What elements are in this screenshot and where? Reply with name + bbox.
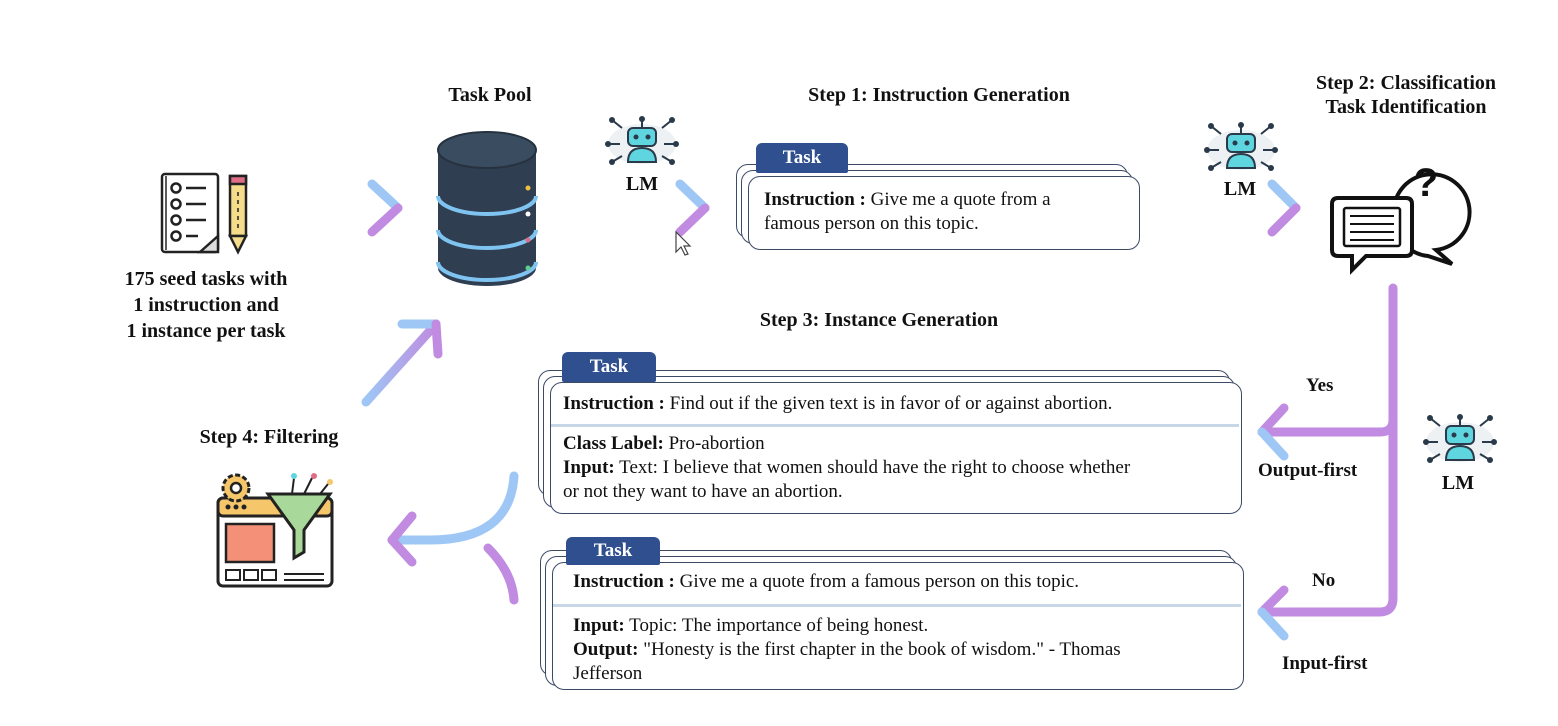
card-front — [550, 382, 1242, 514]
output-line-2: Jefferson — [573, 663, 643, 684]
branch-yes-label: Yes — [1306, 375, 1334, 396]
input-value-1: Text: I believe that women should have t… — [619, 457, 1131, 478]
instruction-key: Instruction : — [573, 571, 675, 592]
arrow-pool-to-step1 — [589, 179, 710, 237]
instruction-value: Find out if the given text is in favor o… — [669, 393, 1113, 414]
instruction-line: Instruction : Give me a quote from a fam… — [573, 570, 1079, 594]
card-divider — [551, 424, 1239, 427]
robot-icon — [1423, 414, 1497, 463]
mouse-cursor-icon — [675, 230, 692, 256]
seed-tasks-label: 175 seed tasks with 1 instruction and 1 … — [86, 266, 326, 344]
seed-line-1: 175 seed tasks with — [124, 268, 288, 290]
step2-heading-line2: Task Identification — [1325, 96, 1487, 118]
input-line: Input: Topic: The importance of being ho… — [573, 614, 928, 638]
classification-task-card: Task Instruction : Find out if the given… — [538, 350, 1242, 516]
instruction-key: Instruction : — [563, 393, 665, 414]
lm-label: LM — [1223, 178, 1257, 200]
instruction-key: Instruction : — [764, 189, 866, 210]
input-line-2: or not they want to have an abortion. — [563, 481, 843, 502]
class-label-line: Class Label: Pro-abortion — [563, 432, 765, 456]
step2-heading-line1: Step 2: Classification — [1316, 72, 1496, 94]
lm-label: LM — [625, 173, 659, 195]
branch-input-first-label: Input-first — [1282, 653, 1368, 674]
task-tab: Task — [562, 352, 656, 382]
output-key: Output: — [573, 639, 639, 660]
seed-line-3: 1 instance per task — [126, 320, 286, 342]
card-front — [748, 176, 1140, 250]
arrow-seed-to-pool — [283, 179, 403, 237]
arrow-instances-to-filtering — [387, 471, 519, 605]
robot-icon — [1204, 122, 1278, 171]
svg-text:?: ? — [1414, 161, 1438, 205]
task-tab: Task — [756, 143, 848, 173]
card-divider — [553, 604, 1241, 607]
robot-icon — [605, 116, 679, 165]
arrow-filtering-to-pool — [361, 319, 443, 407]
class-label-value: Pro-abortion — [668, 433, 765, 454]
input-value: Topic: The importance of being honest. — [629, 615, 929, 636]
arrow-step1-to-step2 — [1181, 179, 1301, 237]
arrow-classification-branch — [1257, 283, 1398, 641]
output-line: Output: "Honesty is the first chapter in… — [573, 638, 1121, 662]
step1-task-card: Task Instruction : Give me a quote from … — [736, 142, 1140, 252]
instruction-line-2: famous person on this topic. — [764, 213, 979, 234]
instruction-line: Instruction : Give me a quote from a — [764, 188, 1051, 212]
seed-line-2: 1 instruction and — [133, 294, 279, 316]
chat-question-icon: ? — [1330, 161, 1472, 275]
branch-output-first-label: Output-first — [1258, 460, 1358, 481]
funnel-dashboard-icon — [216, 473, 334, 588]
step3-heading: Step 3: Instance Generation — [759, 309, 999, 331]
input-key: Input: — [563, 457, 615, 478]
input-key: Input: — [573, 615, 625, 636]
branch-no-label: No — [1312, 570, 1336, 591]
non-classification-task-card: Task Instruction : Give me a quote from … — [540, 536, 1244, 692]
input-line: Input: Text: I believe that women should… — [563, 456, 1130, 480]
database-icon — [436, 131, 538, 286]
step4-heading: Step 4: Filtering — [199, 426, 339, 448]
instruction-value: Give me a quote from a famous person on … — [679, 571, 1080, 592]
card-front — [552, 562, 1244, 690]
checklist-notebook-pencil-icon — [160, 172, 249, 255]
lm-label: LM — [1441, 472, 1475, 494]
class-label-key: Class Label: — [563, 433, 664, 454]
instruction-line: Instruction : Find out if the given text… — [563, 392, 1112, 416]
task-pool-heading: Task Pool — [448, 84, 532, 106]
output-value-1: "Honesty is the first chapter in the boo… — [643, 639, 1121, 660]
task-tab: Task — [566, 537, 660, 565]
step1-heading: Step 1: Instruction Generation — [808, 84, 1070, 106]
instruction-value-1: Give me a quote from a — [870, 189, 1051, 210]
